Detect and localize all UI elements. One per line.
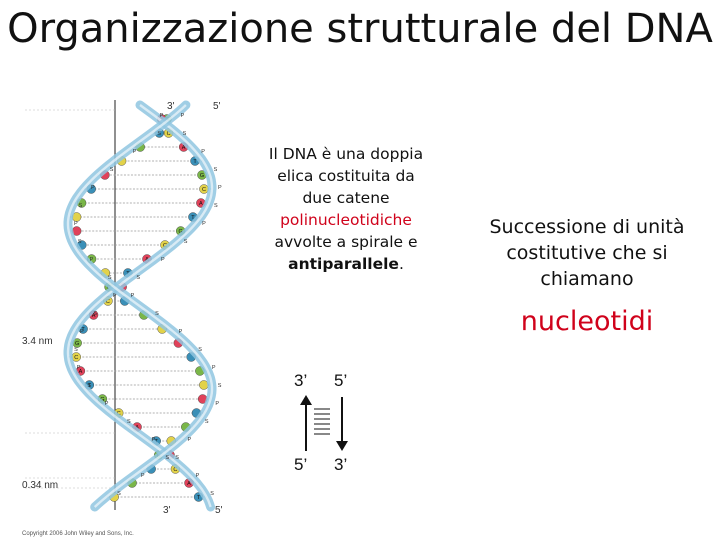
measure-minor-label: 0.34 nm [22, 480, 58, 491]
backbone-letter: P [131, 293, 135, 299]
backbone-letter: P [212, 365, 216, 371]
backbone-letter: P [188, 437, 192, 443]
backbone-letter: S [127, 419, 131, 425]
backbone-letter: S [157, 131, 161, 137]
slide-title: Organizzazione strutturale del DNA [7, 6, 713, 52]
base-letter: A [182, 145, 186, 151]
backbone-letter: P [141, 473, 145, 479]
top-5-prime-label: 5' [213, 101, 221, 112]
measure-major-label: 3.4 nm [22, 336, 53, 347]
backbone-letter: S [155, 311, 159, 317]
backbone-letter: S [210, 491, 214, 497]
description-term-polinucleotidiche: polinucleotidiche [280, 211, 412, 229]
orientation-top-right: 5’ [334, 371, 348, 390]
backbone-letter: P [161, 257, 165, 263]
backbone-strands: P S P S P S P S P S P S P S P S P S P S P S P S P S P S P S P S P S P S P S P S… [63, 100, 222, 512]
hydrogen-bond-lines [314, 408, 330, 435]
backbone-letter: P [91, 185, 95, 191]
backbone-letter: P [196, 473, 200, 479]
backbone-letter: S [87, 383, 91, 389]
backbone-letter: P [74, 221, 78, 227]
backbone-letter: S [218, 383, 222, 389]
backbone-letter: P [179, 329, 183, 335]
base-letter: T [191, 215, 195, 221]
backbone-letter: S [165, 455, 169, 461]
backbone-letter: P [160, 113, 164, 119]
backbone-letter: P [218, 185, 222, 191]
backbone-letter: P [181, 113, 185, 119]
antiparallel-arrows [300, 395, 348, 451]
backbone-letter: S [183, 131, 187, 137]
base-letter: C [106, 299, 110, 305]
backbone-letter: S [214, 203, 218, 209]
backbone-letter: S [198, 347, 202, 353]
backbone-letter: S [79, 203, 83, 209]
base-letter: T [81, 327, 85, 333]
base-letter: C [173, 467, 177, 473]
backbone-letter: S [175, 455, 179, 461]
base-letter: A [199, 201, 203, 207]
description-text-1: Il DNA è una doppia elica costituita da … [268, 145, 424, 207]
backbone-letter: P [151, 437, 155, 443]
base-letter: A [92, 313, 96, 319]
top-3-prime-label: 3' [167, 101, 175, 112]
backbone-letter: P [77, 365, 81, 371]
backbone-strand-2-highlight [66, 104, 214, 508]
backbone-strand-1-highlight [66, 104, 214, 508]
base-letter: C [74, 355, 78, 361]
base-letter: T [197, 495, 201, 501]
nucleotide-caption: Successione di unità costitutive che si … [489, 216, 685, 290]
orientation-top-left: 3’ [294, 371, 308, 390]
backbone-letter: P [215, 401, 219, 407]
description-term-antiparallele: antiparallele [288, 255, 399, 273]
bottom-3-prime-label: 3' [163, 505, 171, 516]
arrow-down-head [336, 441, 348, 451]
backbone-letter: S [110, 167, 114, 173]
description-text-3: . [398, 255, 404, 273]
backbone-letter: S [205, 419, 209, 425]
base-letter: A [187, 481, 191, 487]
base-letter: G [200, 173, 204, 179]
backbone-letter: S [108, 275, 112, 281]
backbone-letter: P [133, 149, 137, 155]
base-letter: C [202, 187, 206, 193]
backbone-letter: S [78, 239, 82, 245]
orientation-bottom-right: 3’ [334, 455, 348, 474]
backbone-letter: P [202, 221, 206, 227]
bottom-5-prime-label: 5' [215, 505, 223, 516]
nucleotide-term: nucleotidi [520, 306, 654, 337]
base-letter: G [179, 229, 183, 235]
backbone-letter: S [117, 491, 121, 497]
dna-helix-illustration: 3.4 nm 0.34 nm GCATGCATGCATGCATGCATGCATG… [22, 100, 223, 537]
backbone-letter: P [80, 329, 84, 335]
backbone-letter: P [105, 401, 109, 407]
backbone-letter: S [214, 167, 218, 173]
backbone-letter: S [136, 275, 140, 281]
copyright-note: Copyright 2006 John Wiley and Sons, Inc. [22, 531, 134, 537]
arrow-up-head [300, 395, 312, 405]
description-text-2: avvolte a spirale e [274, 233, 418, 251]
dna-description: Il DNA è una doppia elica costituita da … [262, 143, 430, 275]
backbone-letter: S [93, 311, 97, 317]
base-letter: T [193, 159, 197, 165]
backbone-letter: P [90, 257, 94, 263]
base-letter: T [88, 383, 92, 389]
backbone-letter: S [74, 347, 78, 353]
base-letter: A [79, 369, 83, 375]
backbone-letter: P [113, 293, 117, 299]
orientation-bottom-left: 5’ [294, 455, 308, 474]
backbone-letter: P [201, 149, 205, 155]
base-letter: G [75, 341, 79, 347]
base-letter: C [167, 131, 171, 137]
backbone-letter: S [184, 239, 188, 245]
